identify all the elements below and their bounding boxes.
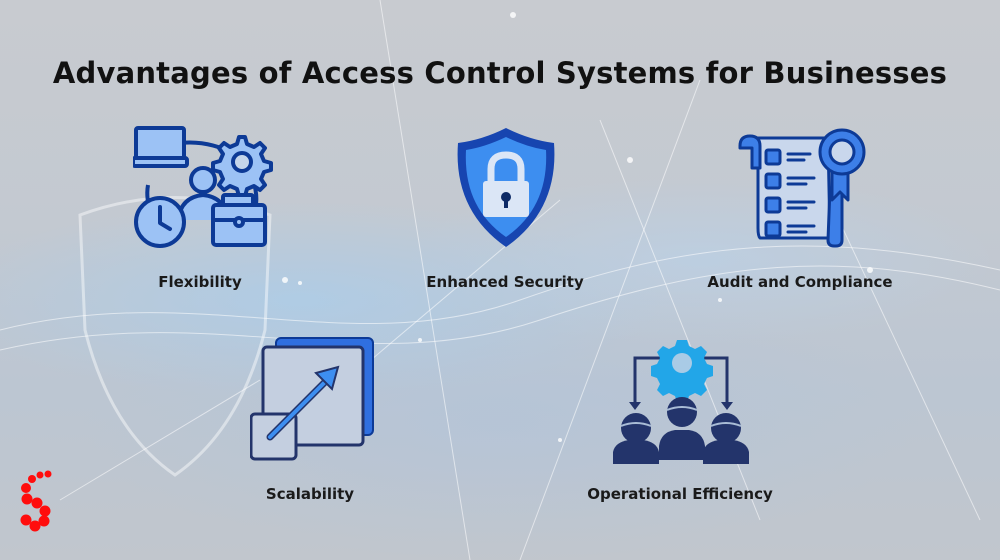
shield-lock-icon: [455, 125, 557, 254]
scale-up-icon: [249, 337, 378, 469]
feature-label: Flexibility: [158, 273, 242, 291]
feature-operational-efficiency: Operational Efficiency: [565, 485, 795, 503]
team-gear-icon: [613, 338, 751, 468]
feature-audit-compliance: Audit and Compliance: [700, 273, 900, 291]
feature-label: Enhanced Security: [426, 273, 584, 291]
feature-scalability: Scalability: [230, 485, 390, 503]
page-title: Advantages of Access Control Systems for…: [52, 56, 948, 90]
feature-label: Audit and Compliance: [707, 273, 893, 291]
checklist-certificate-icon: [738, 128, 868, 254]
feature-label: Scalability: [265, 485, 355, 503]
feature-label: Operational Efficiency: [587, 485, 773, 503]
brand-logo: [16, 470, 56, 536]
background-shield-outline: [78, 196, 272, 477]
feature-flexibility: Flexibility: [120, 273, 280, 291]
flexibility-icon: [131, 125, 275, 257]
feature-enhanced-security: Enhanced Security: [405, 273, 605, 291]
